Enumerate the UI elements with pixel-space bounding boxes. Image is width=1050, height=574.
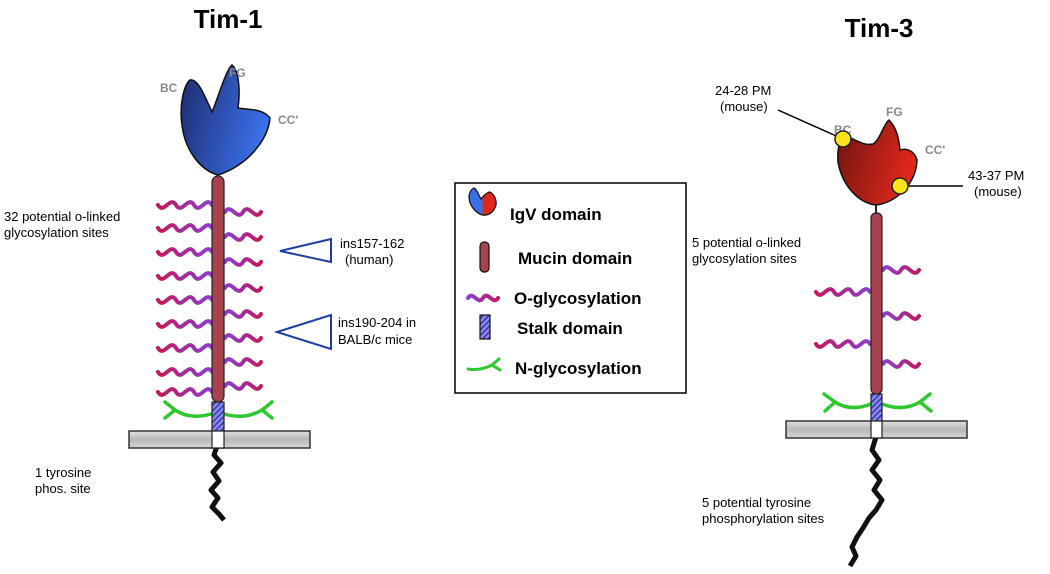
igv-domain-icon xyxy=(468,187,497,216)
tim1-stalk-box xyxy=(211,430,225,449)
tim3-stalk-domain xyxy=(870,393,883,422)
tim1-o-linked-label: 32 potential o-linked glycosylation site… xyxy=(4,209,124,240)
n-glycosylation-icon xyxy=(466,357,502,372)
o-glycosylation-icon xyxy=(466,293,500,303)
tim3-title: Tim-3 xyxy=(845,13,914,43)
tim3-cytoplasmic-tail xyxy=(847,436,885,568)
legend-oglyc-label: O-glycosylation xyxy=(514,289,642,308)
tim1-n-glycosylation-icon xyxy=(163,400,274,420)
tim1-ins-human-label: ins157-162 (human) xyxy=(340,236,408,267)
tim3-pm1-leader xyxy=(777,109,844,140)
tim1-cytoplasmic-tail xyxy=(208,442,226,522)
tim1-mucin-domain xyxy=(211,175,225,403)
legend-nglyc-label: N-glycosylation xyxy=(515,359,642,378)
tim3-pm2-label: 43-37 PM (mouse) xyxy=(968,168,1028,199)
tim3-tyrosine-label: 5 potential tyrosine phosphorylation sit… xyxy=(702,495,825,526)
legend-stalk-label: Stalk domain xyxy=(517,319,623,338)
mucin-domain-icon xyxy=(479,241,490,273)
legend-igv-label: IgV domain xyxy=(510,205,602,224)
tim1-ins-human-marker xyxy=(279,237,332,264)
tim3-loop-cc: CC' xyxy=(925,143,945,157)
tim1-title: Tim-1 xyxy=(194,4,263,34)
tim1-igv-domain xyxy=(180,64,271,176)
stalk-domain-icon xyxy=(479,314,491,340)
tim1-ins-balb-marker xyxy=(273,313,332,351)
tim3-o-glycosylation-waves xyxy=(814,265,921,369)
tim1-loop-fg: FG xyxy=(229,66,246,80)
tim3-pm1-label: 24-28 PM (mouse) xyxy=(715,83,775,114)
tim3-pm2-site xyxy=(891,177,909,195)
tim3-stalk-box xyxy=(870,420,883,439)
tim3-loop-fg: FG xyxy=(886,105,903,119)
tim3-mucin-domain xyxy=(870,212,883,395)
tim3-pm1-site xyxy=(834,130,852,148)
tim1-loop-cc: CC' xyxy=(278,113,298,127)
tim1-o-glycosylation-waves xyxy=(156,200,263,397)
tim1-loop-bc: BC xyxy=(160,81,178,95)
legend-mucin-label: Mucin domain xyxy=(518,249,632,268)
legend-box: IgV domain Mucin domain O-glycosylation … xyxy=(454,182,687,394)
tim1-ins-balb-label: ins190-204 in BALB/c mice xyxy=(338,315,420,347)
tim1-stalk-domain xyxy=(211,401,225,432)
tim3-o-linked-label: 5 potential o-linked glycosylation sites xyxy=(692,235,805,266)
tim3-n-glycosylation-icon xyxy=(822,392,933,413)
tim1-tyrosine-label: 1 tyrosine phos. site xyxy=(35,465,95,496)
